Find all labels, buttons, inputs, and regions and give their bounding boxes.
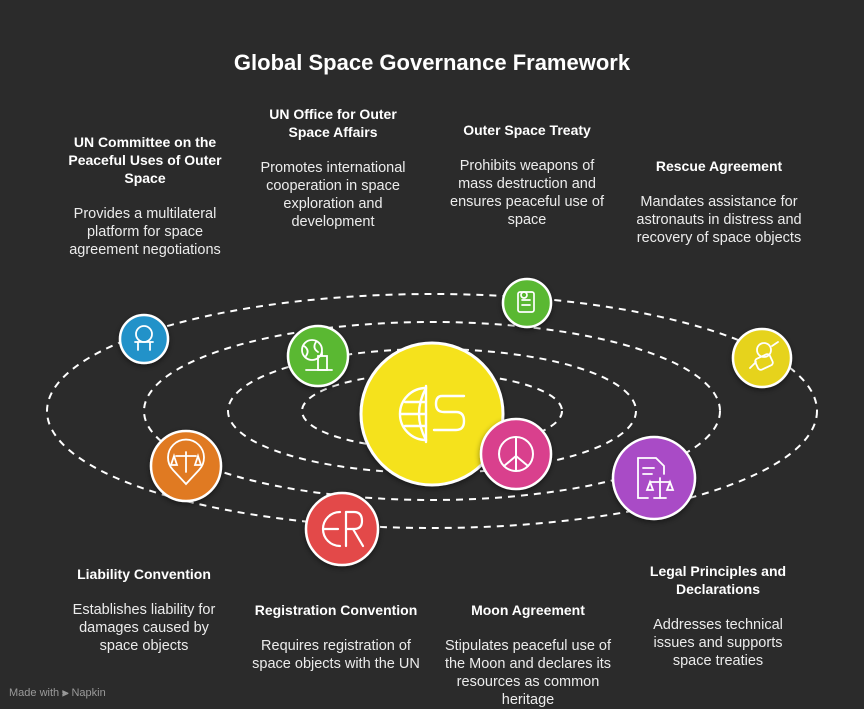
napkin-logo-icon: ⫸ xyxy=(62,687,69,699)
liability-heading: Liability Convention xyxy=(77,566,211,582)
registration-heading: Registration Convention xyxy=(254,602,418,618)
orbit-ring-outer xyxy=(46,293,818,529)
legal-document-icon xyxy=(637,457,675,499)
center-planet xyxy=(359,341,505,487)
copuos-heading: UN Committee on the Peaceful Uses of Out… xyxy=(68,134,222,186)
moon-heading: Moon Agreement xyxy=(471,602,585,618)
napkin-credit: Made with ⫸ Napkin xyxy=(9,687,106,700)
ost-node xyxy=(501,277,553,329)
rescue-block: Rescue Agreement Mandates assistance for… xyxy=(632,157,806,247)
credit-brand: Napkin xyxy=(71,687,106,699)
unoosa-block: UN Office for Outer Space Affairs Promot… xyxy=(252,105,414,231)
center-circle xyxy=(359,341,505,487)
liability-block: Liability Convention Establishes liabili… xyxy=(58,565,230,655)
liability-description: Establishes liability for damages caused… xyxy=(72,602,216,654)
unoosa-node xyxy=(286,324,350,388)
rescue-heading: Rescue Agreement xyxy=(655,158,783,174)
globe-city-icon xyxy=(301,339,333,371)
moon-node xyxy=(479,417,553,491)
credit-prefix: Made with xyxy=(9,687,60,699)
legal-block: Legal Principles and Declarations Addres… xyxy=(636,562,800,670)
peace-icon xyxy=(498,436,534,472)
orbit-ring-middle xyxy=(143,321,721,501)
moon-description: Stipulates peaceful use of the Moon and … xyxy=(444,638,612,708)
rescue-node xyxy=(731,327,793,389)
copuos-block: UN Committee on the Peaceful Uses of Out… xyxy=(60,133,230,259)
rescue-description: Mandates assistance for astronauts in di… xyxy=(636,194,802,246)
registration-icon xyxy=(321,510,365,548)
ost-heading: Outer Space Treaty xyxy=(463,122,591,138)
ost-description: Prohibits weapons of mass destruction an… xyxy=(450,158,604,228)
registration-block: Registration Convention Requires registr… xyxy=(248,601,424,673)
legal-heading: Legal Principles and Declarations xyxy=(649,563,787,597)
legal-description: Addresses technical issues and supports … xyxy=(653,617,783,669)
treaty-scroll-icon xyxy=(517,291,535,313)
copuos-description: Provides a multilateral platform for spa… xyxy=(69,206,221,258)
astronaut-icon xyxy=(749,341,779,371)
unoosa-description: Promotes international cooperation in sp… xyxy=(260,160,406,230)
registration-node xyxy=(304,491,380,567)
unoosa-heading: UN Office for Outer Space Affairs xyxy=(269,106,397,140)
chair-icon xyxy=(134,325,154,351)
scales-pin-icon xyxy=(167,438,205,486)
globe-law-icon xyxy=(398,384,466,444)
registration-description: Requires registration of space objects w… xyxy=(252,638,420,672)
moon-block: Moon Agreement Stipulates peaceful use o… xyxy=(440,601,616,709)
legal-node xyxy=(611,435,697,521)
copuos-node xyxy=(118,313,170,365)
liability-node xyxy=(149,429,223,503)
orbit-ring-core xyxy=(301,372,563,450)
diagram-title: Global Space Governance Framework xyxy=(233,50,631,75)
ost-block: Outer Space Treaty Prohibits weapons of … xyxy=(442,121,612,229)
